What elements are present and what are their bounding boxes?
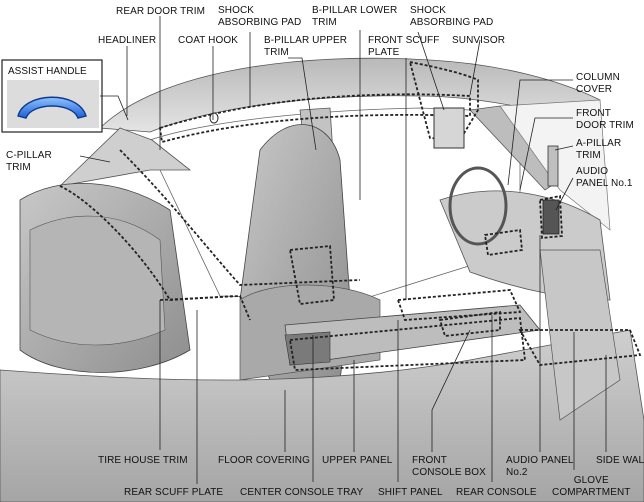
assist-handle-label: ASSIST HANDLE xyxy=(8,66,87,77)
front-door-trim-label: FRONT DOOR TRIM xyxy=(576,108,634,131)
b-pillar-upper-trim-label: B-PILLAR UPPER TRIM xyxy=(264,35,348,58)
headliner-label: HEADLINER xyxy=(98,35,157,46)
upper-panel-label: UPPER PANEL xyxy=(322,455,393,466)
c-pillar-trim-label: C-PILLAR TRIM xyxy=(6,150,52,173)
rear-console-label: REAR CONSOLE xyxy=(456,487,537,498)
coat-hook-label: COAT HOOK xyxy=(178,35,238,46)
audio-panel-no1-label: AUDIO PANEL No.1 xyxy=(576,166,633,189)
audio-panel-no2-label: AUDIO PANEL No.2 xyxy=(506,455,574,478)
side-wall-label: SIDE WALL xyxy=(596,455,644,466)
shock-absorbing-pad-label: SHOCK ABSORBING PAD xyxy=(218,5,302,28)
glove-compartment-label: GLOVE COMPARTMENT xyxy=(552,475,631,498)
car-interior-illustration xyxy=(0,57,644,502)
shift-panel-label: SHIFT PANEL xyxy=(378,487,443,498)
sunvisor-label: SUNVISOR xyxy=(452,35,506,46)
b-pillar-lower-trim-label: B-PILLAR LOWER TRIM xyxy=(312,5,398,28)
front-scuff-plate-label: FRONT SCUFF PLATE xyxy=(368,35,440,58)
rear-door-trim-label: REAR DOOR TRIM xyxy=(116,6,205,17)
column-cover-label: COLUMN COVER xyxy=(576,72,620,95)
center-console-tray-label: CENTER CONSOLE TRAY xyxy=(240,487,364,498)
assist-handle-inset xyxy=(1,59,129,133)
shock-absorbing-pad-front-label: SHOCK ABSORBING PAD xyxy=(410,5,494,28)
rear-scuff-plate-label: REAR SCUFF PLATE xyxy=(124,487,224,498)
floor-covering-label: FLOOR COVERING xyxy=(218,455,310,466)
a-pillar-trim-label: A-PILLAR TRIM xyxy=(576,138,622,161)
tire-house-trim-label: TIRE HOUSE TRIM xyxy=(98,455,188,466)
leader-lines xyxy=(79,16,607,484)
front-console-box-label: FRONT CONSOLE BOX xyxy=(412,455,486,478)
